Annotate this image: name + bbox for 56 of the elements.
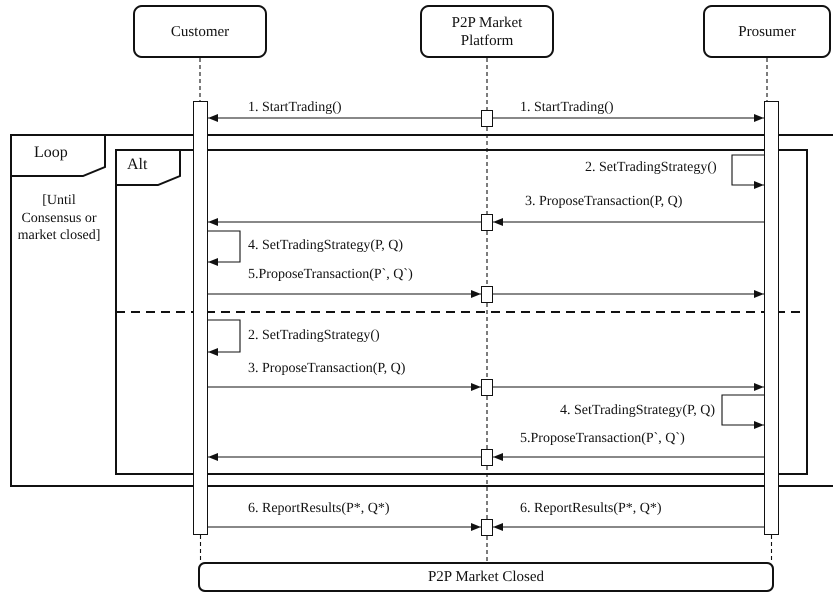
lifeline (486, 466, 488, 519)
message-label: 4. SetTradingStrategy(P, Q) (248, 238, 404, 254)
message-label: 5.ProposeTransaction(P`, Q`) (520, 431, 685, 447)
lifeline (486, 536, 488, 562)
self-message-arrow (731, 154, 764, 189)
participant-box: Prosumer (703, 5, 831, 58)
message-label: 1. StartTrading() (520, 100, 614, 116)
loop-frame (10, 134, 833, 487)
alt-frame (115, 149, 808, 475)
activation-bar (764, 101, 779, 535)
activation-bar (193, 101, 208, 535)
message-arrow (493, 114, 764, 122)
guard-condition: [Until Consensus or market closed] (16, 192, 102, 244)
lifeline (200, 535, 202, 562)
message-arrow (208, 523, 481, 531)
message-label: 1. StartTrading() (248, 100, 342, 116)
message-arrow (208, 383, 481, 391)
frame-label: Loop (34, 144, 68, 162)
activation-bar (481, 449, 493, 466)
activation-bar (481, 110, 493, 127)
self-message-arrow (721, 394, 764, 429)
activation-bar (481, 214, 493, 231)
message-arrow (493, 290, 764, 298)
lifeline (770, 535, 772, 562)
lifeline (486, 58, 488, 110)
self-message-arrow (208, 230, 241, 266)
message-label: 2. SetTradingStrategy() (585, 160, 717, 176)
message-arrow (208, 453, 481, 461)
activation-bar (481, 379, 493, 396)
message-arrow (493, 383, 764, 391)
state-box: P2P Market Closed (198, 562, 774, 592)
lifeline (199, 58, 201, 101)
participant-box: P2P Market Platform (420, 5, 554, 58)
message-label: 4. SetTradingStrategy(P, Q) (560, 403, 716, 419)
lifeline (486, 396, 488, 449)
lifeline (486, 303, 488, 379)
frame-label: Alt (127, 156, 148, 174)
message-arrow (493, 218, 764, 226)
message-arrow (493, 523, 764, 531)
lifeline (486, 127, 488, 214)
lifeline (766, 58, 768, 101)
activation-bar (481, 286, 493, 303)
message-label: 2. SetTradingStrategy() (248, 328, 380, 344)
message-label: 3. ProposeTransaction(P, Q) (248, 361, 406, 377)
message-label: 5.ProposeTransaction(P`, Q`) (248, 267, 413, 283)
activation-bar (481, 519, 493, 536)
message-label: 6. ReportResults(P*, Q*) (520, 501, 662, 517)
message-label: 3. ProposeTransaction(P, Q) (525, 194, 682, 210)
lifeline (486, 231, 488, 286)
message-arrow (208, 114, 481, 122)
message-label: 6. ReportResults(P*, Q*) (248, 501, 390, 517)
message-arrow (208, 290, 481, 298)
message-arrow (493, 453, 764, 461)
self-message-arrow (208, 319, 241, 356)
message-arrow (208, 218, 481, 226)
participant-box: Customer (133, 5, 267, 58)
